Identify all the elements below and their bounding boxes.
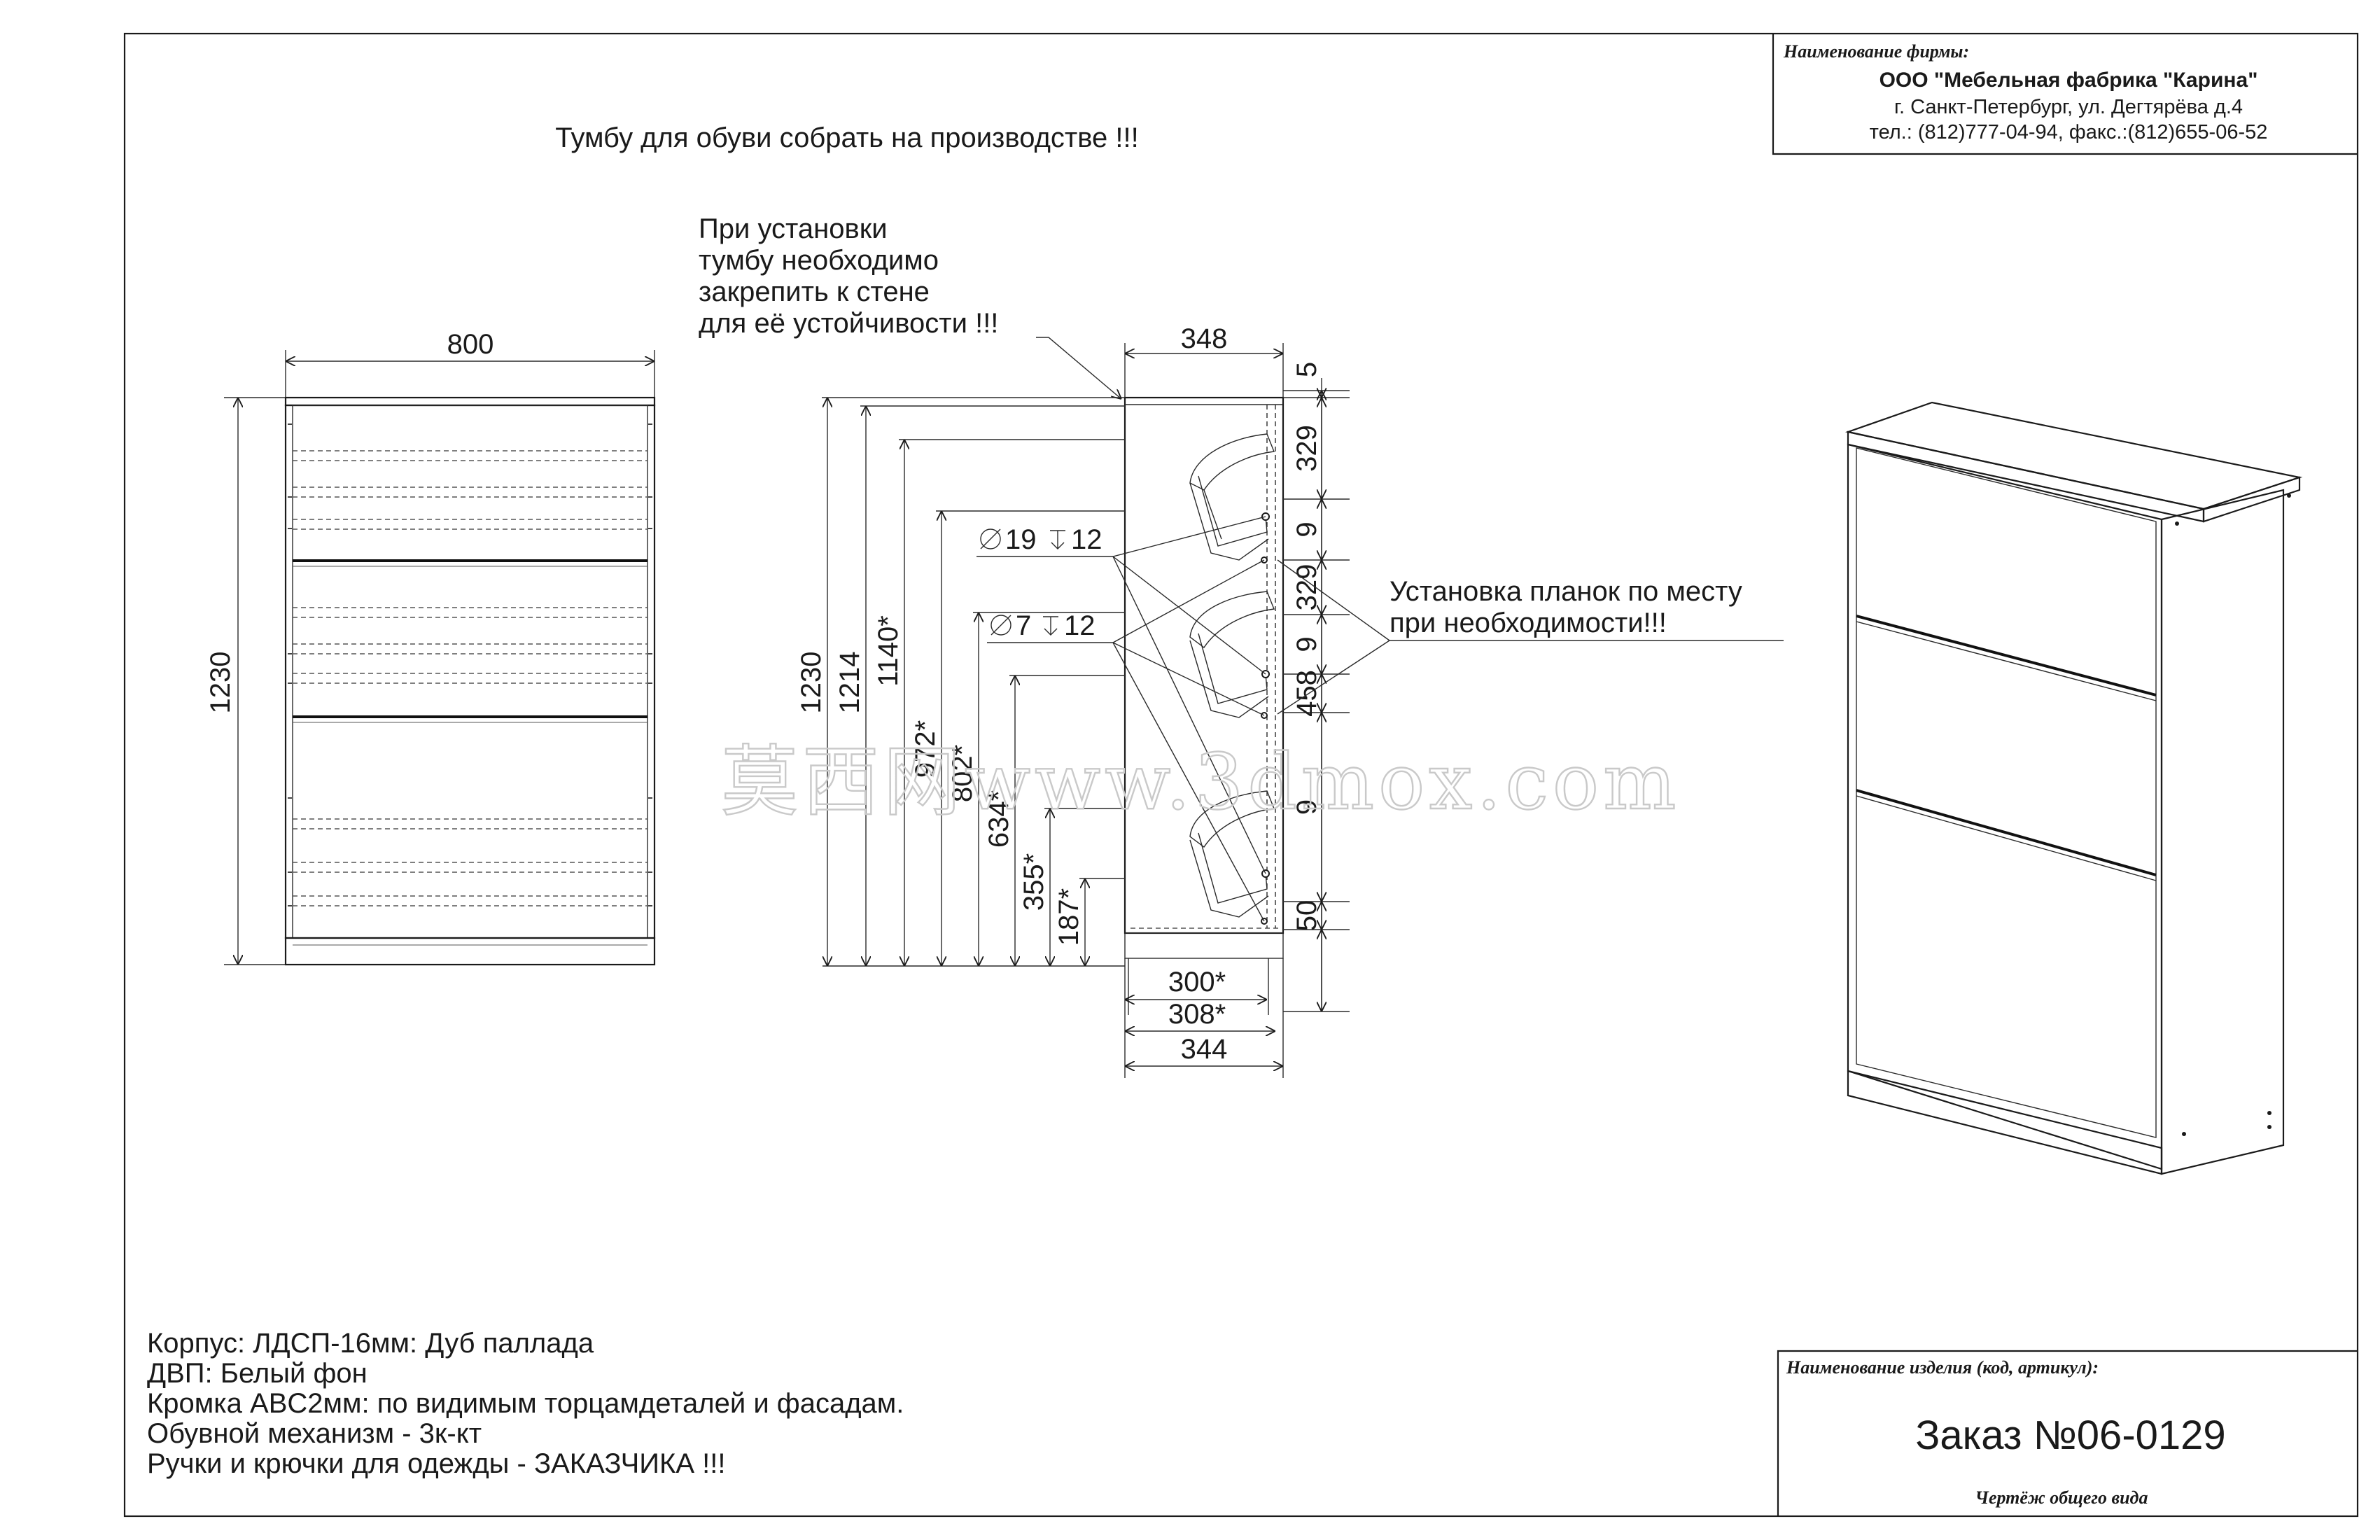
side-right-dim: 5 bbox=[1292, 362, 1322, 377]
hole-large-depth: 12 bbox=[1071, 524, 1102, 555]
company-header: Наименование фирмы: bbox=[1783, 41, 1969, 62]
hole-small-diameter: 7 bbox=[1016, 610, 1031, 641]
bottom-width-344: 344 bbox=[1181, 1034, 1228, 1065]
side-height-label: 972* bbox=[910, 720, 941, 778]
bottom-width-300: 300* bbox=[1168, 967, 1226, 997]
order-number: Заказ №06-0129 bbox=[1915, 1413, 2225, 1458]
material-line: Кромка ABC2мм: по видимым торцамдеталей … bbox=[147, 1388, 904, 1419]
plank-note: Установка планок по месту при необходимо… bbox=[1277, 559, 1784, 715]
plank-note-line: при необходимости!!! bbox=[1390, 608, 1667, 638]
isometric-view bbox=[1844, 401, 2303, 1175]
drawing-type: Чертёж общего вида bbox=[1975, 1488, 2148, 1508]
side-height-label: 1230 bbox=[796, 652, 827, 714]
side-right-dim: 458 bbox=[1292, 670, 1322, 717]
bottom-width-308: 308* bbox=[1168, 999, 1226, 1030]
material-line: ДВП: Белый фон bbox=[147, 1358, 368, 1389]
wall-fix-line: для её устойчивости !!! bbox=[699, 308, 998, 339]
product-title-block: Наименование изделия (код, артикул): Зак… bbox=[1777, 1350, 2358, 1516]
side-right-dim: 329 bbox=[1292, 425, 1322, 472]
hole-callout-small: 7 12 bbox=[987, 610, 1102, 643]
company-title-block: Наименование фирмы: ООО "Мебельная фабри… bbox=[1772, 34, 2358, 155]
front-width-label: 800 bbox=[447, 329, 494, 360]
side-height-label: 1214 bbox=[834, 652, 865, 714]
side-top-width: 348 bbox=[1181, 323, 1228, 354]
wall-fix-line: тумбу необходимо bbox=[699, 245, 939, 276]
side-right-dim: 9 bbox=[1292, 636, 1322, 652]
side-height-label: 355* bbox=[1018, 853, 1049, 911]
hole-callout-large: 19 12 bbox=[976, 524, 1102, 557]
front-view: 800 1230 bbox=[205, 329, 656, 966]
material-line: Ручки и крючки для одежды - ЗАКАЗЧИКА !!… bbox=[147, 1448, 725, 1479]
side-right-dim: 329 bbox=[1292, 564, 1322, 611]
material-line: Корпус: ЛДСП-16мм: Дуб паллада bbox=[147, 1328, 594, 1359]
company-address: г. Санкт-Петербург, ул. Дегтярёва д.4 bbox=[1894, 96, 2243, 118]
front-height-label: 1230 bbox=[205, 652, 236, 714]
side-right-dim: 9 bbox=[1292, 522, 1322, 537]
assembly-note: Тумбу для обуви собрать на производстве … bbox=[555, 122, 1138, 153]
materials-notes: Корпус: ЛДСП-16мм: Дуб паллада ДВП: Белы… bbox=[147, 1328, 904, 1479]
side-right-dim: 50 bbox=[1292, 900, 1322, 932]
watermark: 莫西网www.3dmox.com bbox=[721, 737, 1680, 827]
side-height-label: 802* bbox=[947, 745, 978, 802]
wall-fix-line: При установки bbox=[699, 214, 888, 244]
company-name: ООО "Мебельная фабрика "Карина" bbox=[1879, 69, 2258, 92]
hole-large-diameter: 19 bbox=[1005, 524, 1037, 555]
hole-small-depth: 12 bbox=[1064, 610, 1096, 641]
wall-fix-note: При установки тумбу необходимо закрепить… bbox=[699, 214, 1121, 399]
plank-note-line: Установка планок по месту bbox=[1390, 576, 1742, 607]
product-header: Наименование изделия (код, артикул): bbox=[1786, 1357, 2099, 1378]
side-height-label: 187* bbox=[1054, 888, 1084, 946]
material-line: Обувной механизм - 3к-кт bbox=[147, 1418, 482, 1449]
wall-fix-line: закрепить к стене bbox=[699, 276, 930, 307]
sheet-border bbox=[123, 32, 2359, 1518]
side-height-label: 634* bbox=[983, 790, 1014, 848]
company-phone: тел.: (812)777-04-94, факс.:(812)655-06-… bbox=[1870, 121, 2268, 144]
side-right-dim: 9 bbox=[1292, 799, 1322, 815]
side-height-label: 1140* bbox=[873, 615, 904, 687]
